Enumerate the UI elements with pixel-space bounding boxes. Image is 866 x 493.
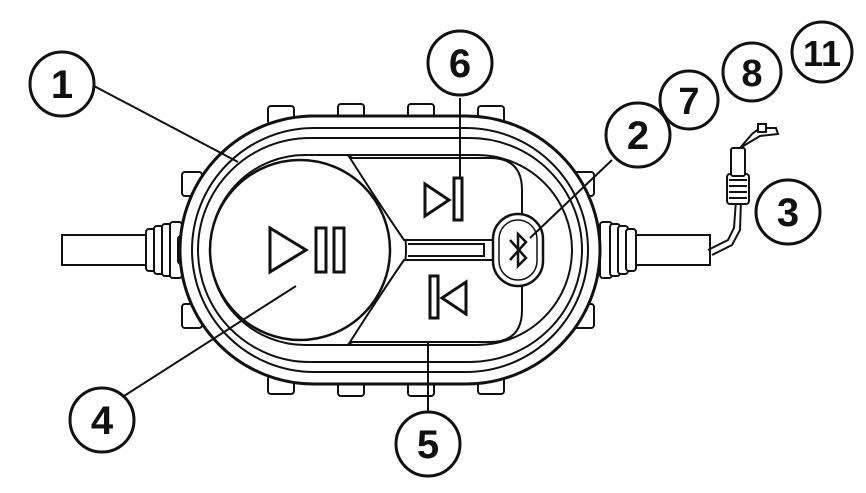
callout-11: 11 bbox=[790, 20, 854, 84]
play-pause-button[interactable] bbox=[208, 158, 392, 342]
left-cable-strain-relief bbox=[145, 221, 183, 279]
callouts: 1 6 2 7 8 11 3 4 bbox=[28, 20, 854, 478]
callout-3: 3 bbox=[754, 178, 822, 246]
leader-line-4 bbox=[123, 285, 297, 397]
callout-6-label: 6 bbox=[449, 42, 471, 86]
callout-7-label: 7 bbox=[678, 81, 699, 123]
callout-8-label: 8 bbox=[741, 53, 762, 95]
callout-1: 1 bbox=[28, 50, 96, 118]
bluetooth-button[interactable] bbox=[491, 212, 545, 288]
callout-8: 8 bbox=[721, 41, 783, 103]
next-track-icon bbox=[423, 176, 464, 222]
housing-inner-edge bbox=[197, 137, 583, 363]
microphone-wire bbox=[707, 199, 742, 256]
right-cable-strain-relief bbox=[599, 221, 637, 279]
callout-5: 5 bbox=[394, 410, 462, 478]
previous-track-icon bbox=[428, 274, 468, 320]
callout-4-label: 4 bbox=[91, 399, 114, 443]
leader-line-2 bbox=[529, 159, 613, 239]
left-cable bbox=[61, 221, 183, 279]
right-cable bbox=[599, 221, 711, 279]
callout-6: 6 bbox=[426, 29, 494, 97]
callout-1-label: 1 bbox=[51, 63, 73, 107]
leader-line-1 bbox=[93, 85, 239, 163]
center-divider bbox=[408, 243, 485, 257]
face-circle-outline bbox=[210, 155, 407, 345]
callout-11-label: 11 bbox=[803, 33, 841, 74]
bluetooth-icon bbox=[509, 230, 528, 270]
callout-2-label: 2 bbox=[627, 114, 649, 158]
callout-5-label: 5 bbox=[417, 423, 439, 467]
microphone-connector bbox=[726, 123, 780, 205]
next-track-button[interactable] bbox=[348, 157, 523, 241]
housing-rim bbox=[191, 127, 589, 373]
play-pause-icon bbox=[268, 225, 346, 275]
callout-4: 4 bbox=[68, 386, 136, 454]
leader-lines bbox=[93, 85, 613, 420]
callout-2: 2 bbox=[604, 101, 672, 169]
callout-7: 7 bbox=[658, 69, 720, 131]
previous-track-button[interactable] bbox=[348, 259, 523, 343]
callout-3-label: 3 bbox=[777, 191, 799, 235]
